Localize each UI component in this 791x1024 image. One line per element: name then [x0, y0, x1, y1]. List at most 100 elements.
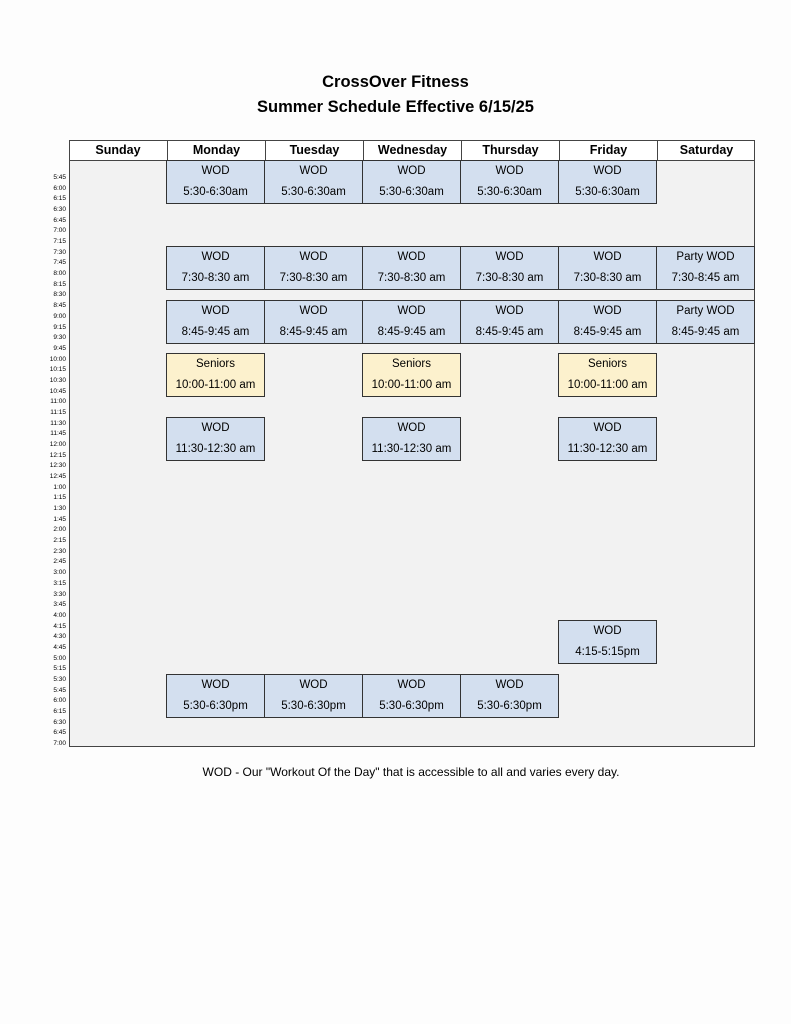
class-time: 10:00-11:00 am: [371, 379, 452, 392]
class-time: 5:30-6:30am: [575, 186, 640, 198]
time-label: 1:15: [53, 494, 66, 502]
time-label: 8:30: [53, 291, 66, 299]
day-header-saturday: Saturday: [657, 140, 755, 161]
class-name: WOD: [397, 165, 426, 177]
class-time: 5:30-6:30am: [183, 186, 248, 198]
class-block: Party WOD 8:45-9:45 am: [656, 299, 755, 344]
class-name: WOD: [593, 304, 622, 317]
class-name: Seniors: [196, 358, 235, 371]
class-time: 5:30-6:30pm: [477, 699, 542, 712]
class-name: WOD: [593, 422, 622, 435]
class-name: WOD: [593, 251, 622, 264]
class-time: 7:30-8:30 am: [181, 272, 250, 285]
class-block: WOD 8:45-9:45 am: [166, 299, 265, 344]
class-block: WOD 5:30-6:30pm: [362, 673, 461, 718]
time-label: 2:30: [53, 547, 66, 555]
class-name: WOD: [299, 251, 328, 264]
class-name: WOD: [201, 165, 230, 177]
class-block: Seniors 10:00-11:00 am: [166, 353, 265, 398]
class-block: WOD 5:30-6:30am: [362, 160, 461, 204]
time-label: 5:45: [53, 686, 66, 694]
time-label: 3:45: [53, 601, 66, 609]
class-name: WOD: [397, 678, 426, 691]
time-label: 10:15: [49, 366, 66, 374]
class-name: WOD: [397, 304, 426, 317]
class-name: WOD: [495, 304, 524, 317]
time-label: 10:00: [49, 355, 66, 363]
class-name: Seniors: [588, 358, 627, 371]
time-label: 6:15: [53, 708, 66, 715]
class-block: WOD 5:30-6:30pm: [460, 673, 559, 718]
class-time: 4:15-5:15pm: [575, 646, 640, 659]
class-name: WOD: [495, 251, 524, 264]
time-label: 4:00: [53, 611, 66, 619]
class-time: 8:45-9:45 am: [573, 325, 642, 338]
class-name: WOD: [299, 304, 328, 317]
time-label: 2:00: [53, 526, 66, 534]
time-label: 1:00: [53, 483, 66, 491]
class-name: WOD: [495, 678, 524, 691]
time-label: 9:45: [53, 344, 66, 352]
class-time: 7:30-8:30 am: [475, 272, 544, 285]
class-time: 8:45-9:45 am: [181, 325, 250, 338]
time-label: 7:15: [53, 238, 66, 246]
time-label: 12:45: [49, 473, 66, 481]
time-label: 1:30: [53, 505, 66, 513]
time-label: 12:30: [49, 462, 66, 470]
time-label: 5:00: [53, 654, 66, 662]
time-label: 3:30: [53, 590, 66, 598]
footnote: WOD - Our "Workout Of the Day" that is a…: [202, 765, 620, 779]
class-time: 5:30-6:30am: [379, 186, 444, 198]
time-label: 10:30: [49, 376, 66, 384]
class-time: 10:00-11:00 am: [175, 379, 256, 392]
class-block: WOD 8:45-9:45 am: [362, 299, 461, 344]
time-label: 9:00: [53, 312, 66, 320]
class-time: 5:30-6:30pm: [379, 699, 444, 712]
class-time: 8:45-9:45 am: [377, 325, 446, 338]
day-header-thursday: Thursday: [461, 140, 559, 161]
class-time: 11:30-12:30 am: [371, 443, 452, 456]
class-name: WOD: [299, 678, 328, 691]
class-block: Seniors 10:00-11:00 am: [558, 353, 657, 398]
time-label: 6:45: [53, 729, 66, 737]
class-name: Party WOD: [676, 304, 735, 317]
class-name: WOD: [593, 625, 622, 638]
time-label: 6:15: [53, 195, 66, 203]
class-time: 8:45-9:45 am: [475, 325, 544, 338]
class-time: 8:45-9:45 am: [671, 325, 740, 338]
day-header-sunday: Sunday: [95, 143, 141, 157]
class-block: Seniors 10:00-11:00 am: [362, 353, 461, 398]
class-time: 11:30-12:30 am: [567, 443, 648, 456]
class-block: WOD 5:30-6:30am: [166, 160, 265, 204]
time-label: 6:45: [53, 216, 66, 224]
class-time: 10:00-11:00 am: [567, 379, 648, 392]
time-label: 1:45: [53, 515, 66, 523]
class-time: 8:45-9:45 am: [279, 325, 348, 338]
class-block: WOD 8:45-9:45 am: [558, 299, 657, 344]
time-label: 5:15: [53, 665, 66, 673]
class-block: WOD 4:15-5:15pm: [558, 620, 657, 665]
time-label: 8:00: [53, 270, 66, 278]
time-label: 9:15: [53, 323, 66, 331]
class-name: WOD: [299, 165, 328, 177]
schedule-title: Summer Schedule Effective 6/15/25: [257, 98, 534, 116]
day-header-tuesday: Tuesday: [265, 140, 363, 161]
time-label: 4:15: [53, 622, 66, 630]
class-name: Party WOD: [676, 251, 735, 264]
time-label: 2:45: [53, 558, 66, 566]
class-block: WOD 7:30-8:30 am: [460, 246, 559, 291]
time-label: 11:45: [50, 430, 66, 438]
time-label: 4:45: [53, 643, 66, 651]
class-name: Seniors: [392, 358, 431, 371]
class-name: WOD: [201, 304, 230, 317]
gym-name: CrossOver Fitness: [322, 73, 469, 91]
